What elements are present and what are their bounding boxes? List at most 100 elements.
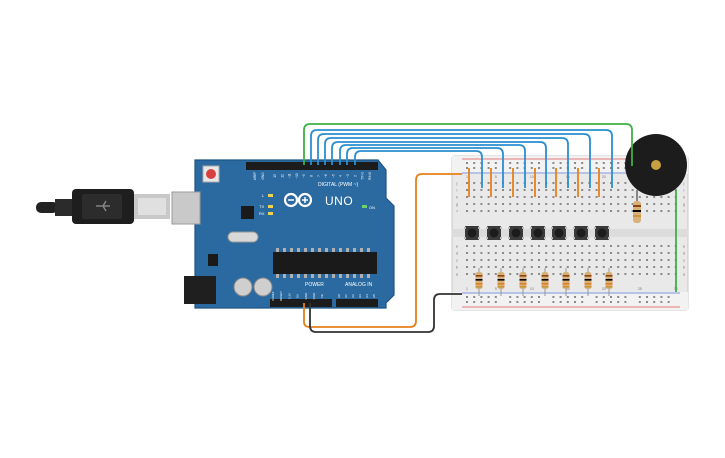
- rail-hole[interactable]: [480, 296, 483, 298]
- breadboard-hole[interactable]: [538, 210, 540, 212]
- breadboard-hole[interactable]: [516, 259, 519, 261]
- arduino-uno-board[interactable]: UNO DIGITAL (PWM ~) POWER ANALOG IN L TX…: [171, 159, 395, 309]
- breadboard-hole[interactable]: [617, 189, 620, 191]
- breadboard-hole[interactable]: [516, 189, 519, 191]
- breadboard-hole[interactable]: [552, 259, 555, 261]
- breadboard-hole[interactable]: [588, 203, 591, 205]
- breadboard-hole[interactable]: [523, 252, 526, 254]
- breadboard-hole[interactable]: [581, 196, 584, 198]
- analog-header[interactable]: [336, 299, 378, 307]
- breadboard-hole[interactable]: [480, 259, 483, 261]
- breadboard-hole[interactable]: [473, 203, 476, 205]
- rail-hole[interactable]: [480, 301, 483, 303]
- breadboard-hole[interactable]: [581, 259, 584, 261]
- breadboard-hole[interactable]: [559, 266, 562, 268]
- breadboard-hole[interactable]: [487, 259, 490, 261]
- breadboard-hole[interactable]: [466, 245, 468, 247]
- rail-hole[interactable]: [473, 167, 476, 169]
- rail-hole[interactable]: [610, 301, 612, 303]
- breadboard-hole[interactable]: [653, 210, 656, 212]
- rail-hole[interactable]: [487, 167, 490, 169]
- breadboard-hole[interactable]: [530, 189, 533, 191]
- breadboard-hole[interactable]: [473, 273, 476, 275]
- rail-hole[interactable]: [552, 296, 555, 298]
- breadboard-hole[interactable]: [545, 196, 548, 198]
- rail-hole[interactable]: [602, 301, 605, 303]
- breadboard-hole[interactable]: [509, 273, 512, 275]
- breadboard-hole[interactable]: [660, 210, 663, 212]
- rail-hole[interactable]: [581, 301, 584, 303]
- breadboard-hole[interactable]: [588, 210, 591, 212]
- breadboard-hole[interactable]: [480, 203, 483, 205]
- rail-hole[interactable]: [653, 296, 656, 298]
- breadboard-hole[interactable]: [595, 259, 598, 261]
- breadboard-hole[interactable]: [494, 196, 497, 198]
- rail-hole[interactable]: [523, 301, 526, 303]
- breadboard-hole[interactable]: [538, 203, 540, 205]
- breadboard-hole[interactable]: [530, 245, 533, 247]
- rail-hole[interactable]: [638, 301, 641, 303]
- breadboard-hole[interactable]: [588, 259, 591, 261]
- breadboard-hole[interactable]: [638, 259, 641, 261]
- breadboard-hole[interactable]: [574, 182, 576, 184]
- pushbutton[interactable]: [573, 226, 589, 240]
- breadboard-hole[interactable]: [552, 203, 555, 205]
- breadboard-hole[interactable]: [566, 252, 569, 254]
- breadboard-hole[interactable]: [473, 245, 476, 247]
- breadboard-hole[interactable]: [631, 245, 634, 247]
- breadboard-hole[interactable]: [602, 259, 605, 261]
- breadboard-hole[interactable]: [631, 210, 634, 212]
- breadboard-hole[interactable]: [610, 245, 612, 247]
- rail-hole[interactable]: [667, 296, 670, 298]
- breadboard-hole[interactable]: [602, 245, 605, 247]
- breadboard-hole[interactable]: [624, 182, 627, 184]
- breadboard-hole[interactable]: [487, 210, 490, 212]
- breadboard-hole[interactable]: [631, 266, 634, 268]
- rail-hole[interactable]: [581, 296, 584, 298]
- piezo-buzzer[interactable]: [625, 134, 687, 224]
- breadboard-hole[interactable]: [538, 259, 540, 261]
- breadboard-hole[interactable]: [595, 245, 598, 247]
- breadboard-hole[interactable]: [509, 245, 512, 247]
- breadboard-hole[interactable]: [595, 196, 598, 198]
- rail-hole[interactable]: [530, 167, 533, 169]
- rail-hole[interactable]: [494, 301, 497, 303]
- breadboard-hole[interactable]: [473, 252, 476, 254]
- breadboard-hole[interactable]: [509, 266, 512, 268]
- breadboard-hole[interactable]: [581, 203, 584, 205]
- pushbutton[interactable]: [508, 226, 524, 240]
- breadboard-hole[interactable]: [552, 196, 555, 198]
- breadboard-hole[interactable]: [509, 203, 512, 205]
- rail-hole[interactable]: [473, 301, 476, 303]
- breadboard-hole[interactable]: [631, 259, 634, 261]
- breadboard-hole[interactable]: [502, 252, 504, 254]
- breadboard-hole[interactable]: [523, 259, 526, 261]
- breadboard-hole[interactable]: [638, 266, 641, 268]
- breadboard-hole[interactable]: [581, 245, 584, 247]
- breadboard-hole[interactable]: [581, 273, 584, 275]
- breadboard-hole[interactable]: [631, 273, 634, 275]
- pushbutton-group[interactable]: [464, 226, 610, 240]
- breadboard-hole[interactable]: [638, 245, 641, 247]
- rail-hole[interactable]: [610, 296, 612, 298]
- breadboard-hole[interactable]: [480, 266, 483, 268]
- breadboard-hole[interactable]: [502, 210, 504, 212]
- pushbutton[interactable]: [530, 226, 546, 240]
- rail-hole[interactable]: [610, 167, 612, 169]
- breadboard-hole[interactable]: [530, 210, 533, 212]
- breadboard-hole[interactable]: [538, 273, 540, 275]
- breadboard-hole[interactable]: [494, 210, 497, 212]
- breadboard-hole[interactable]: [473, 182, 476, 184]
- rail-hole[interactable]: [559, 167, 562, 169]
- breadboard-hole[interactable]: [466, 259, 468, 261]
- breadboard-hole[interactable]: [667, 203, 670, 205]
- breadboard-hole[interactable]: [581, 189, 584, 191]
- breadboard-hole[interactable]: [552, 245, 555, 247]
- breadboard-hole[interactable]: [487, 273, 490, 275]
- rail-hole[interactable]: [473, 162, 476, 164]
- breadboard-hole[interactable]: [530, 273, 533, 275]
- breadboard-hole[interactable]: [574, 203, 576, 205]
- rail-hole[interactable]: [509, 162, 512, 164]
- breadboard-hole[interactable]: [473, 196, 476, 198]
- breadboard-hole[interactable]: [588, 266, 591, 268]
